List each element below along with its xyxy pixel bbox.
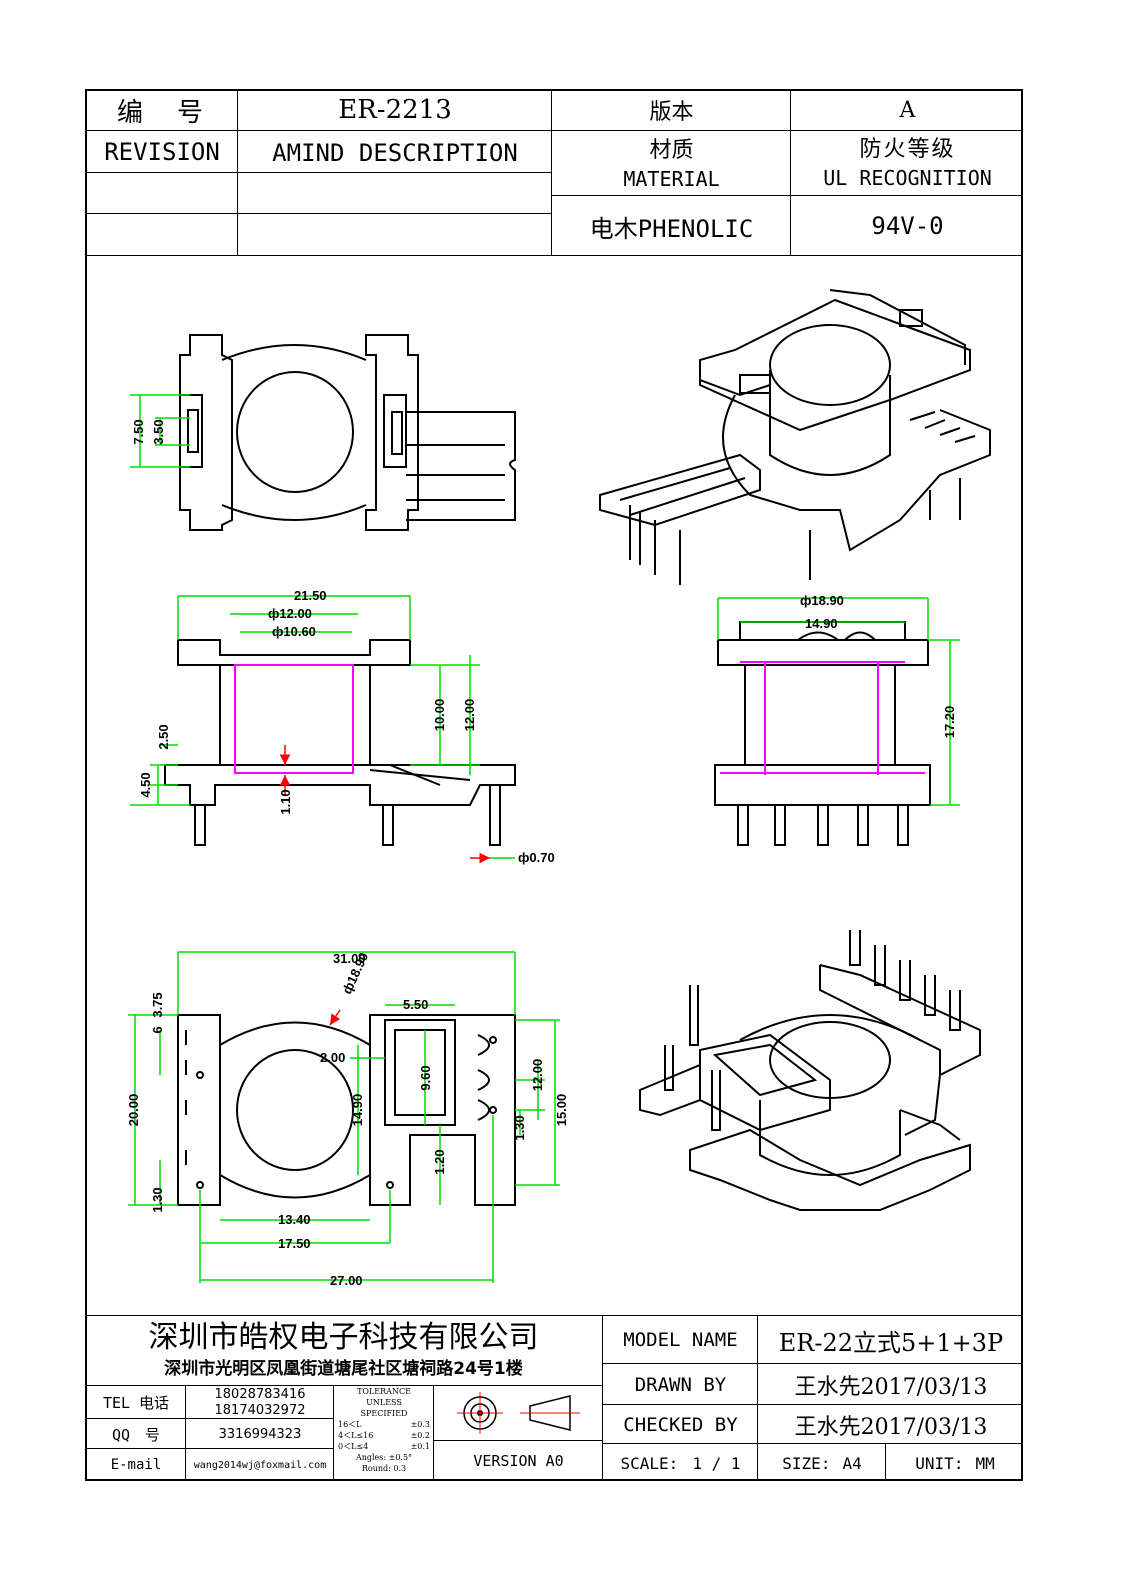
dim-3-5: 3.50	[151, 419, 166, 444]
front-view-hidden	[720, 661, 925, 775]
dim-14-9: 14.90	[805, 616, 838, 631]
material-label-cn: 材质	[649, 138, 694, 163]
dim-17-5: 17.50	[278, 1236, 311, 1251]
unit-label: UNIT:	[915, 1453, 964, 1473]
revision-label: REVISION	[104, 138, 220, 166]
dim-1-2: 1.20	[432, 1149, 447, 1174]
dim-7-5: 7.50	[131, 419, 146, 444]
version-label: 版本	[649, 100, 694, 125]
dim-bore-10-6: ф10.60	[272, 624, 316, 639]
front-view	[714, 621, 931, 846]
dim-9-6: 9.60	[418, 1065, 433, 1090]
dim-15: 15.00	[554, 1094, 569, 1127]
dim-3-75: 3.75	[150, 992, 165, 1017]
dim-2: 2.00	[320, 1050, 345, 1065]
scale-field: SCALE: 1 / 1	[604, 1445, 757, 1481]
dim-5-5: 5.50	[403, 997, 428, 1012]
material-value: 电木PHENOLIC	[589, 214, 754, 243]
size-label: SIZE:	[782, 1453, 831, 1473]
dim-14-9-b: 14.90	[350, 1094, 365, 1127]
side-view-hidden	[234, 664, 354, 774]
material-label-en: MATERIAL	[623, 167, 720, 191]
dim-18-9: ф18.90	[800, 593, 844, 608]
company-name: 深圳市皓权电子科技有限公司	[148, 1320, 539, 1355]
scale-label: SCALE:	[620, 1453, 679, 1473]
dim-1-3-a: 1.30	[150, 1187, 165, 1212]
dim-1-3-b: 1.30	[512, 1115, 527, 1140]
dim-20: 20.00	[126, 1094, 141, 1127]
ul-label-cn: 防火等级	[859, 137, 956, 162]
size-field: SIZE: A4	[759, 1445, 885, 1481]
dim-2-5: 2.50	[156, 724, 171, 749]
dim-bore-12: ф12.00	[268, 606, 312, 621]
code-label: 编 号	[116, 97, 207, 128]
dim-12-b: 12.00	[530, 1059, 545, 1092]
bottom-view-dimensions	[128, 951, 560, 1283]
ul-label-en: UL RECOGNITION	[823, 166, 992, 190]
bottom-view	[177, 1014, 516, 1206]
version-value: A	[899, 97, 916, 123]
dim-4-5: 4.50	[138, 772, 153, 797]
side-view-dimensions	[130, 595, 515, 859]
dim-pin-dia: ф0.70	[518, 850, 555, 865]
tel-1: 18028783416	[214, 1386, 306, 1402]
iso-view-bottom	[639, 930, 981, 1211]
drawing-sheet	[85, 89, 1023, 1481]
email-label: E-mail	[110, 1457, 162, 1473]
checked-label: CHECKED BY	[623, 1413, 738, 1436]
tel-2: 18174032972	[214, 1402, 306, 1418]
unit-value: MM	[975, 1453, 995, 1473]
unit-field: UNIT: MM	[887, 1445, 1023, 1481]
version-a0: VERSION A0	[473, 1452, 564, 1470]
company-address: 深圳市光明区凤凰街道塘尾社区塘祠路24号1楼	[164, 1358, 523, 1379]
projection-symbol	[457, 1392, 580, 1434]
model-value: ER-22立式5+1+3P	[778, 1328, 1004, 1357]
drawn-label: DRAWN BY	[634, 1373, 727, 1396]
top-view	[179, 334, 516, 531]
checked-value: 王水先2017/03/13	[794, 1414, 988, 1440]
email-value: wang2014wj@foxmail.com	[193, 1459, 327, 1471]
side-view	[164, 639, 516, 846]
model-label: MODEL NAME	[623, 1329, 738, 1351]
size-value: A4	[842, 1453, 862, 1473]
dim-12: 12.00	[462, 699, 477, 732]
qq-label: QQ 号	[111, 1425, 161, 1444]
ul-value: 94V-0	[871, 212, 944, 240]
iso-view-top	[599, 289, 991, 585]
dim-6: 6	[150, 1026, 165, 1033]
code-value: ER-2213	[338, 95, 452, 125]
dim-31: 31.00	[333, 951, 366, 966]
front-view-dimensions	[717, 597, 960, 806]
tel-label: TEL 电话	[102, 1394, 170, 1412]
top-view-dimensions	[130, 394, 190, 468]
dim-17-2: 17.20	[942, 706, 957, 739]
dim-1-1: 1.10	[278, 789, 293, 814]
dim-13-4: 13.40	[278, 1212, 311, 1227]
drawn-value: 王水先2017/03/13	[794, 1374, 988, 1400]
dim-27: 27.00	[330, 1273, 363, 1288]
dim-10: 10.00	[432, 699, 447, 732]
scale-value: 1 / 1	[692, 1453, 741, 1473]
tolerance-table: TOLERANCE UNLESS SPECIFIED 16＜L±0.3 4＜L≤…	[338, 1387, 430, 1473]
qq-value: 3316994323	[218, 1426, 302, 1442]
amend-label: AMIND DESCRIPTION	[272, 139, 518, 167]
dim-21-5: 21.50	[294, 588, 327, 603]
